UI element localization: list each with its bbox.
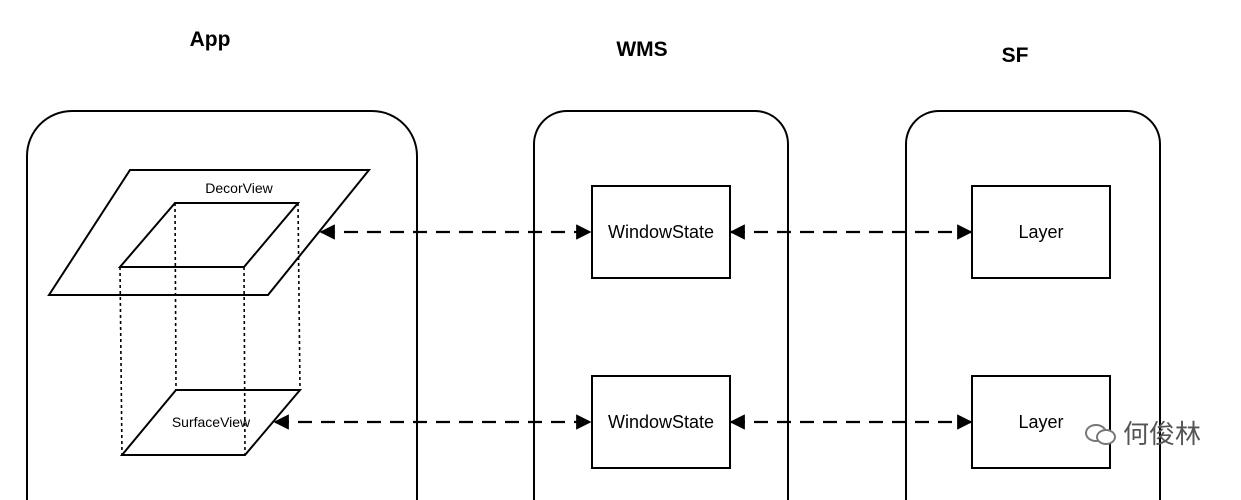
windowstate-box-bottom: WindowState <box>591 375 731 469</box>
layer-box-top: Layer <box>971 185 1111 279</box>
wms-lane <box>533 110 789 500</box>
sf-lane <box>905 110 1161 500</box>
watermark: 何俊林 <box>1084 414 1201 451</box>
watermark-text: 何俊林 <box>1122 419 1201 449</box>
wms-column-title: WMS <box>616 38 668 61</box>
surfaceview-label: SurfaceView <box>172 414 251 430</box>
app-column-title: App <box>189 28 231 51</box>
layer-box-bottom: Layer <box>971 375 1111 469</box>
windowstate-box-top: WindowState <box>591 185 731 279</box>
sf-column-title: SF <box>1001 44 1029 67</box>
decorview-label: DecorView <box>205 180 273 196</box>
projection-lines <box>119 202 301 456</box>
app-lane <box>26 110 418 500</box>
wechat-icon <box>1084 422 1117 445</box>
